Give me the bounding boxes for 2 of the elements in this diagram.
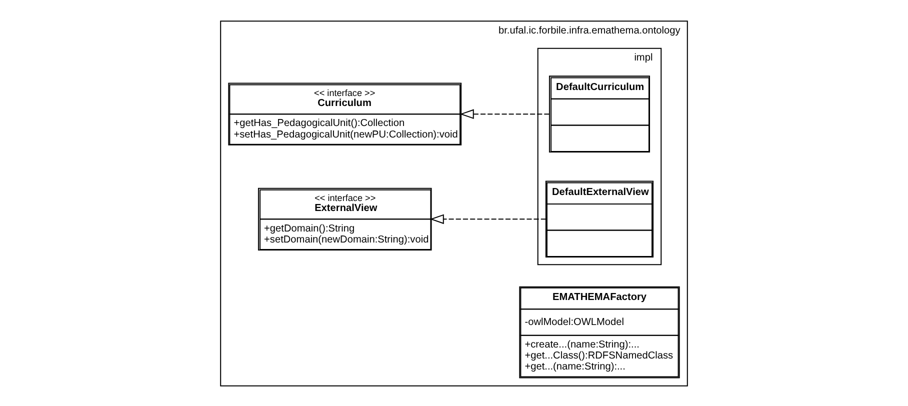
arrow [430,214,546,224]
arrow [460,108,550,119]
